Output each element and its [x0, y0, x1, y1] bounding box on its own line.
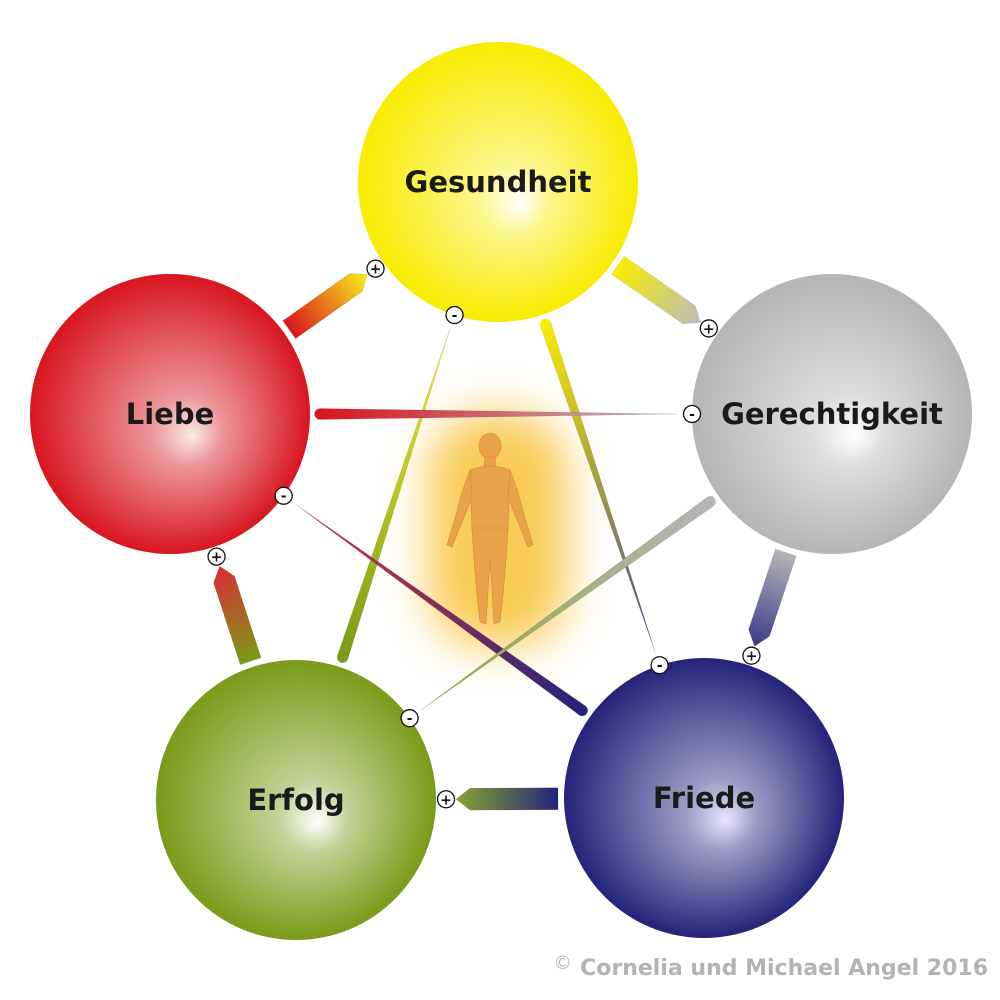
- node-gerechtigkeit: Gerechtigkeit: [692, 274, 972, 554]
- minus-sign-erfolg: -: [400, 709, 419, 728]
- positive-arrow-friede-to-erfolg: [455, 787, 559, 811]
- positive-arrow-gerechtigkeit-to-friede: [748, 548, 797, 647]
- plus-sign-gerechtigkeit: +: [699, 319, 718, 338]
- svg-text:+: +: [440, 792, 452, 808]
- svg-text:-: -: [407, 711, 413, 727]
- node-erfolg: Erfolg: [156, 660, 436, 940]
- node-friede: Friede: [564, 658, 844, 938]
- node-circle: [358, 42, 638, 322]
- node-label-gesundheit: Gesundheit: [405, 165, 592, 199]
- plus-sign-erfolg: +: [436, 790, 456, 809]
- svg-text:-: -: [689, 407, 695, 423]
- negative-arrow-gesundheit-to-friede: [540, 318, 656, 653]
- plus-sign-friede: +: [742, 646, 761, 665]
- node-label-liebe: Liebe: [126, 397, 215, 431]
- node-label-gerechtigkeit: Gerechtigkeit: [721, 397, 943, 431]
- node-circle: [692, 274, 972, 554]
- sign-layer: - - - - - + + + + +: [207, 259, 761, 809]
- node-label-friede: Friede: [653, 781, 755, 815]
- positive-arrow-gesundheit-to-gerechtigkeit: [611, 256, 701, 325]
- node-liebe: Liebe: [30, 274, 310, 554]
- svg-text:-: -: [281, 489, 287, 505]
- node-circle: [30, 274, 310, 554]
- copyright-symbol: ©: [553, 952, 573, 974]
- arrow-layer: [213, 256, 797, 811]
- human-figure-icon: [446, 432, 534, 625]
- node-gesundheit: Gesundheit: [358, 42, 638, 322]
- plus-sign-liebe: +: [207, 547, 226, 566]
- svg-text:+: +: [211, 550, 223, 566]
- node-label-erfolg: Erfolg: [247, 783, 344, 817]
- svg-text:-: -: [657, 658, 663, 674]
- svg-text:-: -: [452, 308, 458, 324]
- minus-sign-gerechtigkeit: -: [682, 404, 702, 424]
- negative-arrow-friede-to-liebe: [294, 503, 588, 716]
- svg-text:+: +: [746, 649, 758, 665]
- minus-sign-gesundheit: -: [445, 305, 464, 325]
- minus-sign-friede: -: [650, 656, 669, 675]
- copyright-notice: © Cornelia und Michael Angel 2016: [553, 952, 988, 981]
- plus-sign-gesundheit: +: [366, 259, 385, 278]
- svg-text:+: +: [703, 321, 715, 337]
- copyright-text: Cornelia und Michael Angel 2016: [580, 956, 988, 981]
- node-circle: [564, 658, 844, 938]
- positive-arrow-liebe-to-gesundheit: [282, 273, 368, 339]
- negative-arrow-gerechtigkeit-to-erfolg: [420, 496, 716, 711]
- negative-arrow-liebe-to-gerechtigkeit: [314, 408, 679, 420]
- svg-text:+: +: [370, 262, 382, 278]
- node-circle: [156, 660, 436, 940]
- positive-arrow-erfolg-to-liebe: [213, 565, 262, 665]
- minus-sign-liebe: -: [274, 486, 293, 505]
